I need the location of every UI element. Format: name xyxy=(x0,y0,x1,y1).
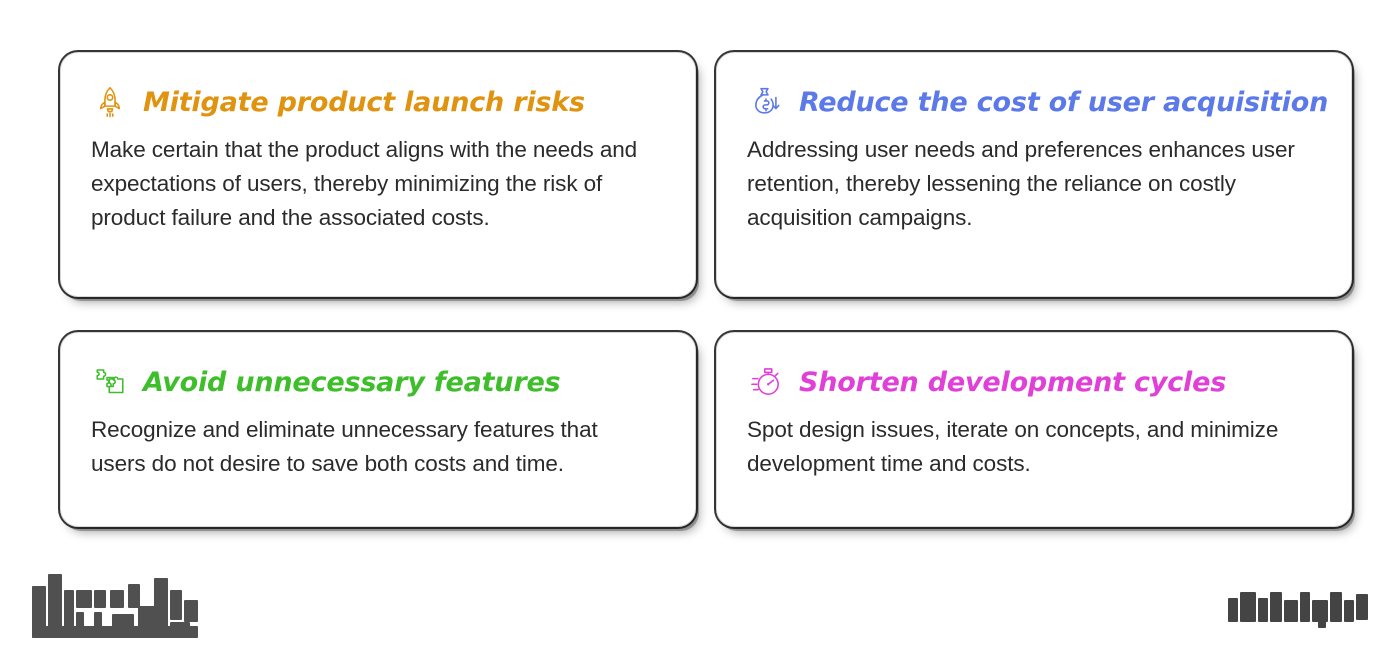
obscured-watermark-left xyxy=(32,568,202,638)
card-header: Avoid unnecessary features xyxy=(91,359,665,405)
card-title: Reduce the cost of user acquisition xyxy=(799,86,1329,118)
card-body-text: Make certain that the product aligns wit… xyxy=(91,137,638,230)
card-header: Reduce the cost of user acquisition xyxy=(747,79,1328,125)
card-body-text: Spot design issues, iterate on concepts,… xyxy=(747,417,1279,476)
card-title: Shorten development cycles xyxy=(799,366,1227,398)
benefit-card-shorten-development-cycles[interactable]: Shorten development cycles Spot design i… xyxy=(716,332,1352,527)
benefit-card-mitigate-product-launch-risks[interactable]: Mitigate product launch risks Make certa… xyxy=(60,52,696,297)
money-bag-down-arrow-icon xyxy=(747,83,785,121)
card-body-text: Addressing user needs and preferences en… xyxy=(747,137,1295,230)
card-title: Mitigate product launch risks xyxy=(143,86,585,118)
card-header: Shorten development cycles xyxy=(747,359,1321,405)
card-body-text: Recognize and eliminate unnecessary feat… xyxy=(91,417,598,476)
stopwatch-icon xyxy=(747,363,785,401)
rocket-icon xyxy=(91,83,129,121)
benefit-card-avoid-unnecessary-features[interactable]: Avoid unnecessary features Recognize and… xyxy=(60,332,696,527)
obscured-watermark-right xyxy=(1228,588,1368,628)
card-header: Mitigate product launch risks xyxy=(91,79,665,125)
card-title: Avoid unnecessary features xyxy=(143,366,561,398)
puzzle-pieces-icon xyxy=(91,363,129,401)
benefit-card-reduce-cost-of-user-acquisition[interactable]: Reduce the cost of user acquisition Addr… xyxy=(716,52,1352,297)
benefit-cards-grid: Mitigate product launch risks Make certa… xyxy=(60,52,1352,527)
